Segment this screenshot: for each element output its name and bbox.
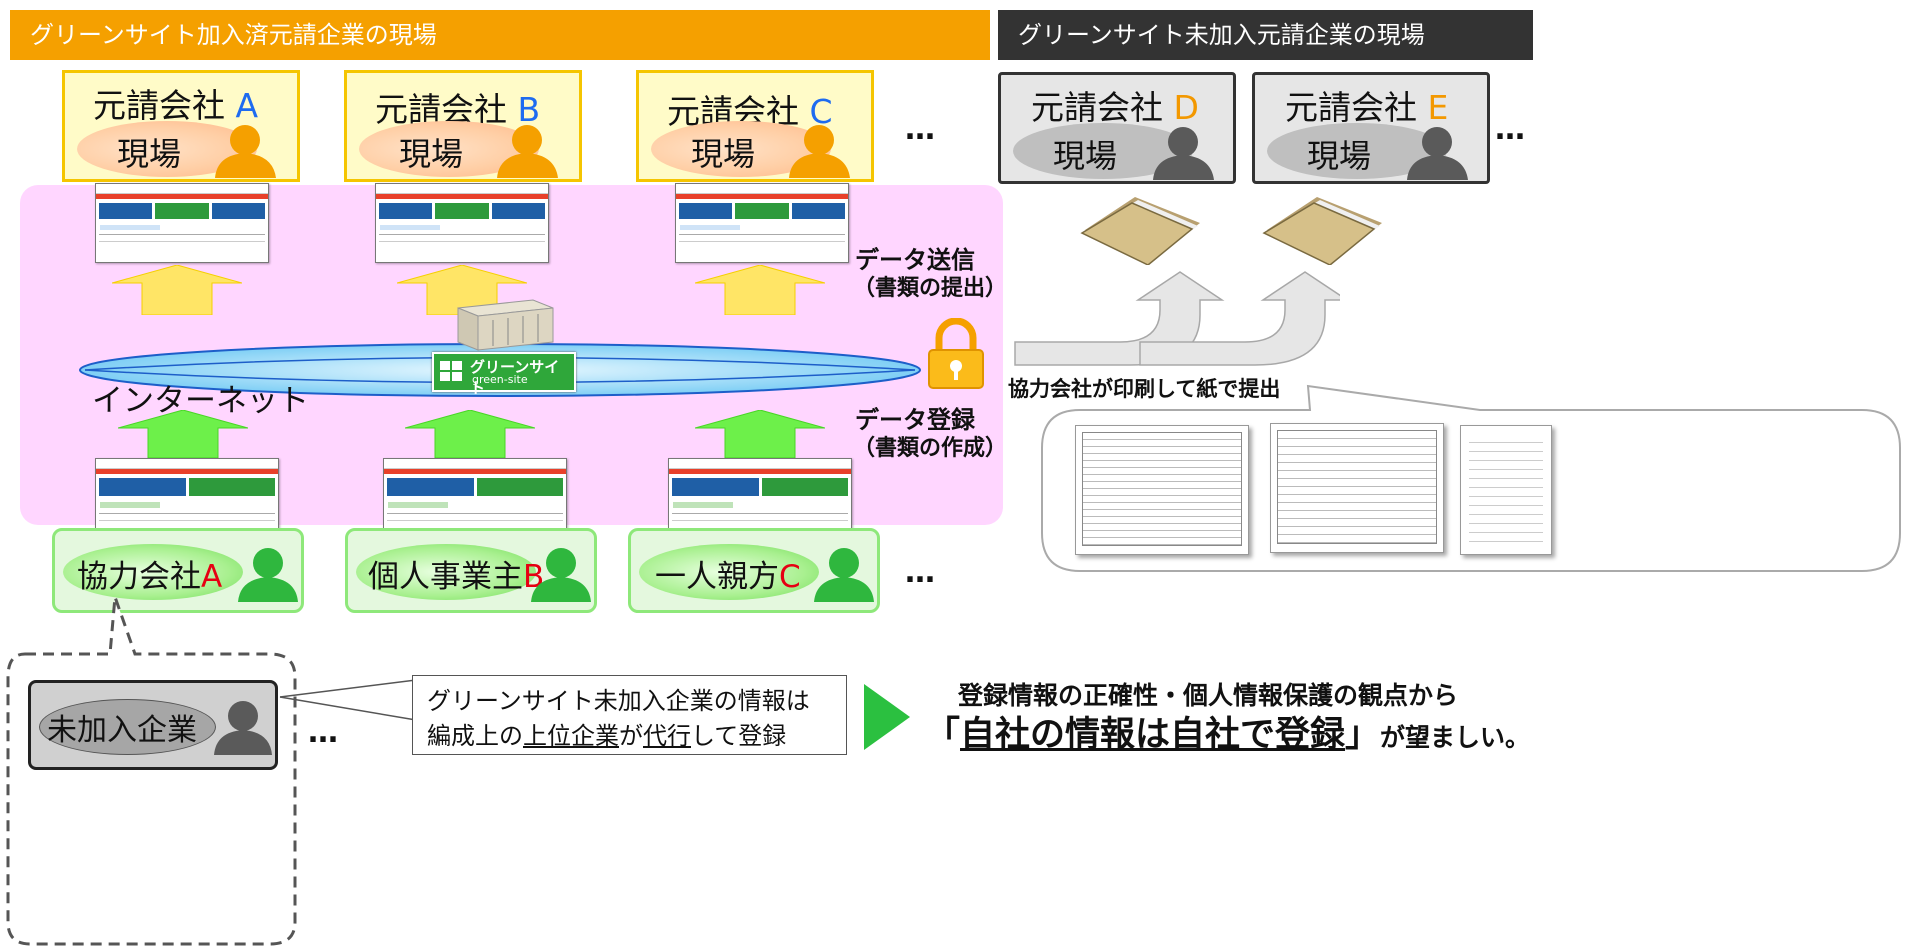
contractor-d-letter: D — [1173, 88, 1199, 127]
person-icon — [789, 125, 850, 178]
unjoined-company-ellipse — [39, 699, 216, 755]
data-register-sublabel: （書類の作成） — [853, 436, 1008, 461]
contractor-d-box: 元請会社 D 現場 — [998, 72, 1236, 184]
screenshot-thumbnail-top-b — [375, 183, 549, 263]
subcontractor-b-box: 個人事業主B — [345, 528, 597, 613]
person-icon — [215, 125, 276, 178]
contractor-e-title: 元請会社 — [1285, 88, 1417, 127]
contractor-a-box: 元請会社 A 現場 — [62, 70, 300, 182]
subcontractor-c-box: 一人親方C — [628, 528, 880, 613]
unjoined-company-box: 未加入企業 — [28, 680, 278, 770]
conclusion-open-bracket: 「 — [925, 715, 961, 755]
green-up-arrow-a — [118, 410, 248, 458]
screenshot-thumbnail-bottom-b — [383, 458, 567, 540]
screenshot-thumbnail-top-a — [95, 183, 269, 263]
greensite-logo-text-en: green-site — [472, 373, 528, 386]
person-icon — [1407, 127, 1468, 180]
gray-curved-arrows — [1014, 271, 1340, 366]
subcontractor-b-ellipse — [356, 544, 536, 600]
ellipsis-unjoined: … — [308, 715, 340, 750]
contractor-c-letter: C — [809, 92, 833, 131]
greensite-logo-icon — [440, 361, 462, 381]
contractor-b-box: 元請会社 B 現場 — [344, 70, 582, 182]
unjoined-company-label: 未加入企業 — [47, 713, 197, 748]
subcontractor-c-ellipse — [639, 544, 819, 600]
conclusion-main: 自社の情報は自社で登録 — [960, 715, 1346, 755]
folder-icon — [1080, 197, 1200, 265]
subcontractor-a-name: 協力会社 — [77, 559, 201, 595]
subcontractor-c-letter: C — [779, 559, 801, 595]
ellipsis-top-joined: … — [905, 112, 937, 147]
greensite-logo: グリーンサイト green-site — [432, 352, 576, 397]
subcontractor-c-name: 一人親方 — [655, 559, 779, 595]
screenshot-thumbnail-bottom-a — [95, 458, 279, 540]
form-document-3 — [1460, 425, 1552, 555]
contractor-c-box: 元請会社 C 現場 — [636, 70, 874, 182]
header-joined: グリーンサイト加入済元請企業の現場 — [10, 10, 990, 60]
ellipsis-top-not-joined: … — [1495, 112, 1527, 147]
green-up-arrow-c — [695, 410, 825, 458]
person-icon — [814, 548, 874, 602]
paper-submit-label: 協力会社が印刷して紙で提出 — [1008, 377, 1281, 401]
conclusion-close-bracket: 」 — [1345, 715, 1381, 755]
server-icon — [457, 299, 554, 351]
contractor-e-box: 元請会社 E 現場 — [1252, 72, 1490, 184]
proxy-note-line2-post: して登録 — [691, 722, 787, 750]
subcontractor-a-letter: A — [201, 559, 223, 595]
yellow-up-arrow-c — [695, 265, 825, 315]
ellipsis-subcontractors: … — [905, 555, 937, 590]
contractor-d-title: 元請会社 — [1031, 88, 1163, 127]
greensite-logo-text: グリーンサイト — [470, 358, 560, 397]
conclusion-tail: が望ましい。 — [1380, 723, 1531, 752]
screenshot-thumbnail-top-c — [675, 183, 849, 263]
proxy-note-upper-company: 上位企業 — [523, 722, 619, 750]
screenshot-thumbnail-bottom-c — [668, 458, 852, 540]
callout-connector — [279, 679, 417, 721]
subcontractor-a-ellipse — [63, 544, 243, 600]
contractor-e-letter: E — [1427, 88, 1449, 127]
contractor-e-genba-label: 現場 — [1307, 137, 1372, 175]
data-send-label: データ送信 — [855, 246, 975, 274]
data-register-label: データ登録 — [855, 406, 975, 434]
internet-label: インターネット — [92, 383, 309, 419]
yellow-up-arrow-a — [112, 265, 242, 315]
folder-icon — [1262, 197, 1382, 265]
proxy-note-proxy: 代行 — [643, 722, 691, 750]
proxy-note-line2-pre: 編成上の — [427, 722, 523, 750]
person-icon — [531, 548, 591, 602]
header-not-joined: グリーンサイト未加入元請企業の現場 — [998, 10, 1533, 60]
contractor-a-letter: A — [235, 86, 259, 125]
contractor-a-title: 元請会社 — [93, 86, 225, 125]
contractor-c-genba-label: 現場 — [691, 135, 756, 173]
form-document-2 — [1270, 423, 1444, 553]
green-triangle-arrow — [864, 684, 910, 750]
subcontractor-a-box: 協力会社A — [52, 528, 304, 613]
contractor-d-genba-label: 現場 — [1053, 137, 1118, 175]
person-icon — [497, 125, 558, 178]
form-document-1 — [1075, 425, 1249, 555]
subcontractor-b-name: 個人事業主 — [368, 559, 523, 595]
person-icon — [1153, 127, 1214, 180]
conclusion-line1: 登録情報の正確性・個人情報保護の観点から — [958, 681, 1459, 710]
person-icon — [238, 548, 298, 602]
proxy-note-line2-mid: が — [619, 722, 643, 750]
proxy-note-box: グリーンサイト未加入企業の情報は 編成上の上位企業が代行して登録 — [412, 675, 847, 755]
green-up-arrow-b — [405, 410, 535, 458]
yellow-up-arrow-b — [397, 265, 527, 315]
person-icon — [214, 701, 272, 755]
contractor-a-genba-label: 現場 — [117, 135, 182, 173]
contractor-b-genba-label: 現場 — [399, 135, 464, 173]
proxy-note-line1: グリーンサイト未加入企業の情報は — [427, 687, 810, 715]
contractor-b-letter: B — [517, 90, 541, 129]
lock-icon — [928, 318, 984, 389]
data-send-sublabel: （書類の提出） — [853, 276, 1008, 301]
